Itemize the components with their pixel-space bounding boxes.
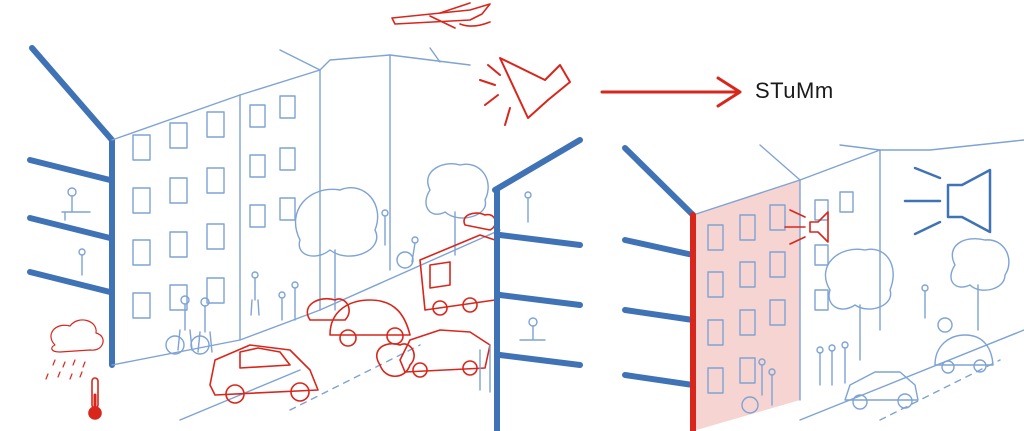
pedestrians (741, 284, 953, 414)
exhaust-cloud (306, 298, 350, 321)
foreground-building-left (27, 45, 115, 368)
arrow-right-icon (600, 76, 742, 108)
airplane-icon (391, 2, 491, 29)
exhaust-cloud (463, 212, 497, 231)
thermometer-icon (88, 377, 102, 420)
foreground-building-middle (492, 137, 583, 431)
car-icon (399, 329, 491, 378)
windows (707, 191, 854, 394)
car-icon (209, 344, 319, 404)
tree-icon (294, 163, 489, 311)
car-icon (329, 299, 411, 347)
truck-icon (419, 234, 496, 316)
windows (132, 95, 296, 319)
tree-icon (824, 238, 1010, 361)
traffic-noise (45, 2, 571, 420)
left-scene (27, 2, 583, 431)
loudspeaker-icon (479, 57, 571, 126)
rain-cloud-icon (45, 319, 104, 380)
foreground-building-right (622, 145, 696, 388)
project-title: STuMm (755, 78, 834, 103)
background-buildings-left (61, 47, 501, 421)
loudspeaker-icon (784, 209, 829, 245)
loudspeaker-icon (903, 166, 992, 236)
pedestrians (61, 187, 419, 355)
exhaust-cloud (376, 343, 415, 378)
right-scene (622, 139, 1024, 431)
